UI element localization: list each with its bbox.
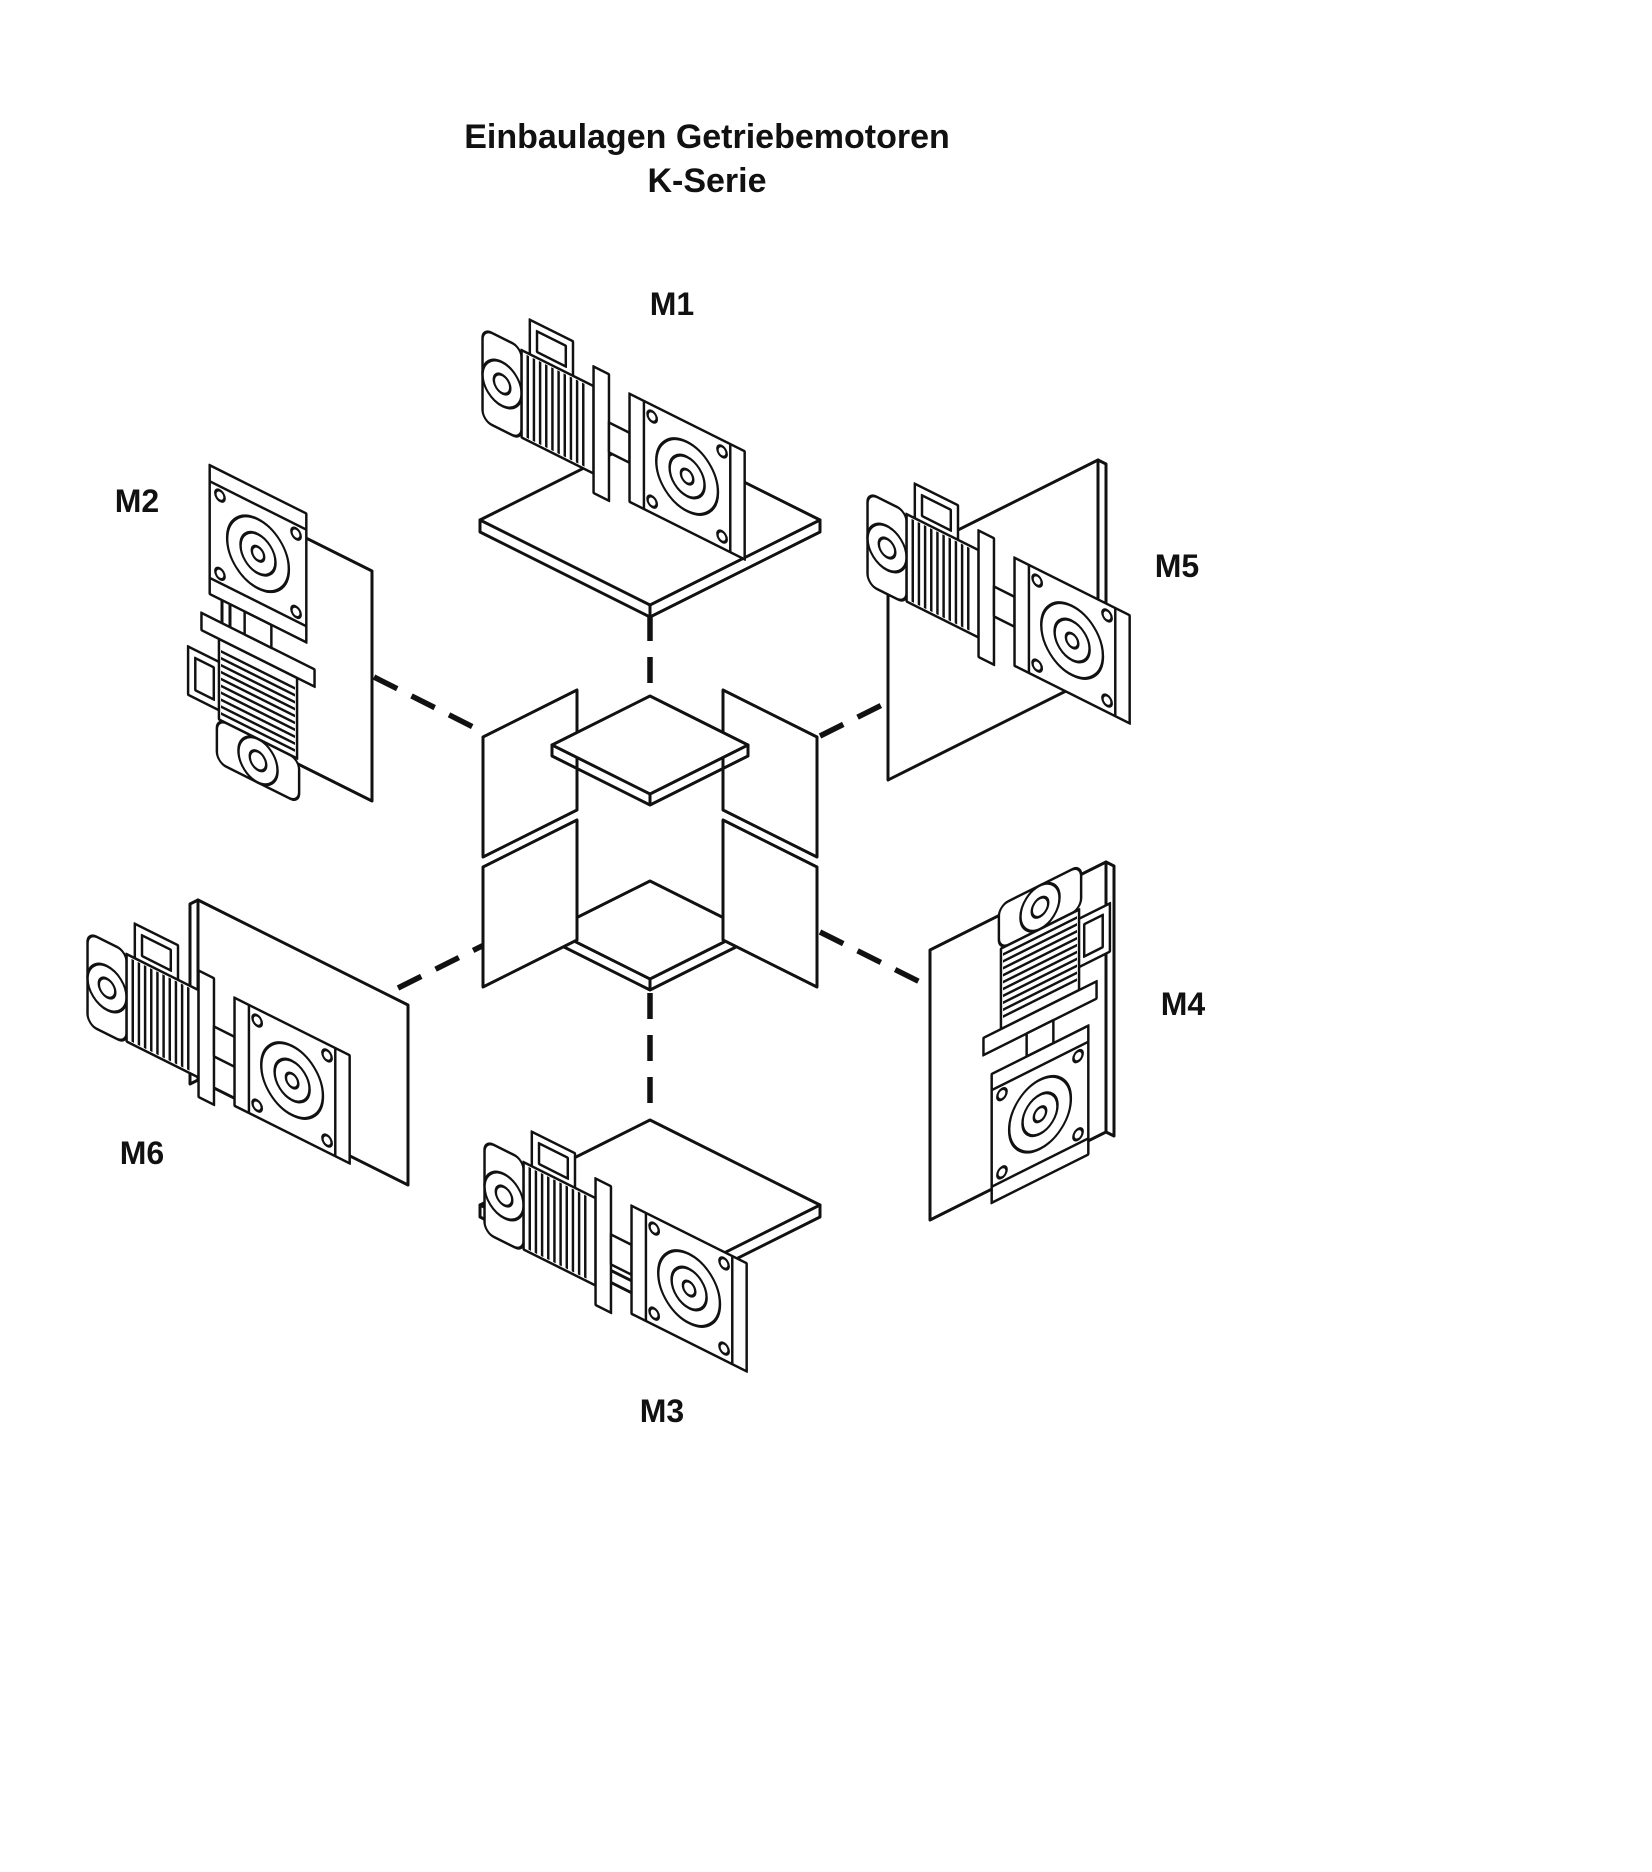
connector-m4 bbox=[818, 929, 930, 989]
page-title-line2: K-Serie bbox=[647, 162, 766, 200]
label-m2: M2 bbox=[115, 483, 159, 519]
cube-bottom-plate bbox=[550, 879, 750, 981]
cube-wall-lower-left bbox=[481, 818, 579, 989]
position-m4: M4 bbox=[928, 848, 1206, 1222]
motor-m2 bbox=[186, 452, 317, 813]
position-m3: M3 bbox=[478, 1106, 822, 1429]
cube-top-plate-edge bbox=[550, 743, 750, 807]
label-m5: M5 bbox=[1155, 548, 1199, 584]
cube-wall-lower-right bbox=[721, 818, 819, 989]
position-m6: M6 bbox=[86, 898, 410, 1187]
position-m1: M1 bbox=[478, 286, 822, 619]
cube-wall-upper-left bbox=[481, 688, 579, 859]
connectors bbox=[372, 615, 930, 1114]
cube-wall-upper-right bbox=[721, 688, 819, 859]
page-title-line1: Einbaulagen Getriebemotoren bbox=[464, 118, 950, 156]
label-m6: M6 bbox=[120, 1135, 164, 1171]
center-cube bbox=[481, 688, 819, 992]
connector-m5 bbox=[818, 700, 888, 739]
label-m1: M1 bbox=[650, 286, 694, 322]
mounting-plate-m1-edge bbox=[478, 518, 822, 619]
connector-m2 bbox=[372, 674, 483, 734]
position-m5: M5 bbox=[866, 458, 1199, 782]
cube-top-plate bbox=[550, 694, 750, 796]
label-m4: M4 bbox=[1161, 986, 1206, 1022]
position-m2: M2 bbox=[115, 452, 374, 813]
label-m3: M3 bbox=[640, 1393, 684, 1429]
